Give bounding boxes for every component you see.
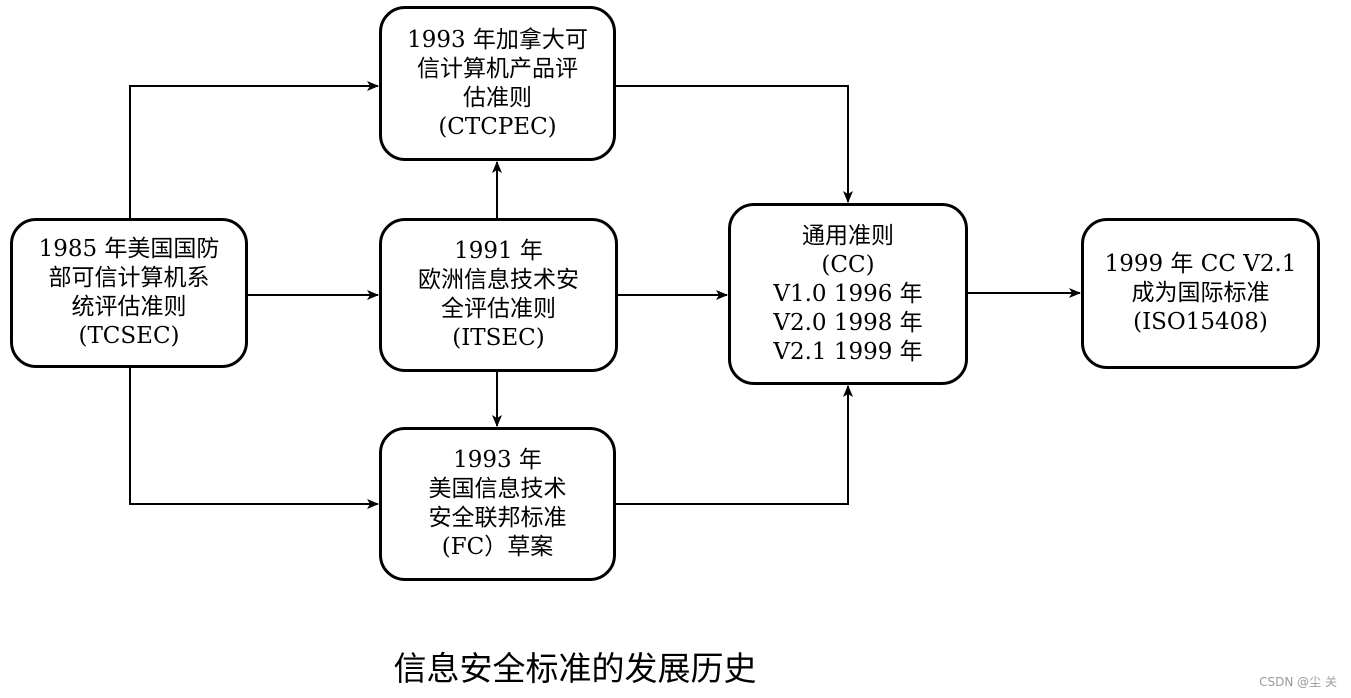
node-line: (CC) bbox=[821, 251, 875, 278]
node-itsec: 1991 年 欧洲信息技术安 全评估准则 (ITSEC) bbox=[379, 218, 618, 372]
node-line: (CTCPEC) bbox=[438, 113, 557, 140]
node-line: 部可信计算机系 bbox=[48, 265, 210, 291]
node-line: V2.1 1999 年 bbox=[773, 338, 923, 365]
node-line: 欧洲信息技术安 bbox=[418, 267, 579, 293]
node-ctcpec: 1993 年加拿大可 信计算机产品评 估准则 (CTCPEC) bbox=[379, 6, 616, 161]
arrow-ctcpec-to-cc bbox=[615, 85, 853, 203]
node-fc: 1993 年 美国信息技术 安全联邦标准 (FC）草案 bbox=[379, 427, 616, 581]
node-line: 信计算机产品评 bbox=[417, 55, 578, 82]
arrow-tcsec-to-ctcpec bbox=[129, 81, 379, 218]
node-tcsec: 1985 年美国国防 部可信计算机系 统评估准则 (TCSEC) bbox=[10, 218, 248, 368]
watermark: CSDN @尘 关 bbox=[1259, 675, 1337, 689]
node-line: 1985 年美国国防 bbox=[38, 236, 220, 262]
node-line: V1.0 1996 年 bbox=[773, 280, 923, 307]
node-line: V2.0 1998 年 bbox=[773, 309, 923, 336]
node-line: 1993 年加拿大可 bbox=[407, 26, 588, 53]
node-line: 成为国际标准 bbox=[1131, 280, 1270, 306]
node-line: 1993 年 bbox=[453, 447, 542, 473]
arrow-tcsec-to-fc bbox=[129, 368, 379, 509]
node-line: 全评估准则 bbox=[441, 296, 556, 322]
node-line: 估准则 bbox=[463, 84, 532, 111]
node-line: (TCSEC) bbox=[78, 323, 180, 349]
node-cc: 通用准则 (CC) V1.0 1996 年 V2.0 1998 年 V2.1 1… bbox=[728, 203, 968, 385]
node-line: (FC）草案 bbox=[441, 534, 554, 560]
node-line: 1991 年 bbox=[454, 238, 543, 264]
node-line: (ISO15408) bbox=[1133, 309, 1268, 335]
node-line: 通用准则 bbox=[802, 222, 894, 249]
node-line: 统评估准则 bbox=[71, 294, 187, 320]
node-line: 美国信息技术 bbox=[428, 476, 567, 502]
node-iso: 1999 年 CC V2.1 成为国际标准 (ISO15408) bbox=[1081, 218, 1320, 369]
diagram-caption: 信息安全标准的发展历史 bbox=[393, 649, 757, 688]
arrow-fc-to-cc bbox=[615, 385, 853, 505]
node-line: 1999 年 CC V2.1 bbox=[1104, 251, 1297, 277]
node-line: 安全联邦标准 bbox=[428, 505, 567, 531]
node-line: (ITSEC) bbox=[452, 325, 545, 351]
